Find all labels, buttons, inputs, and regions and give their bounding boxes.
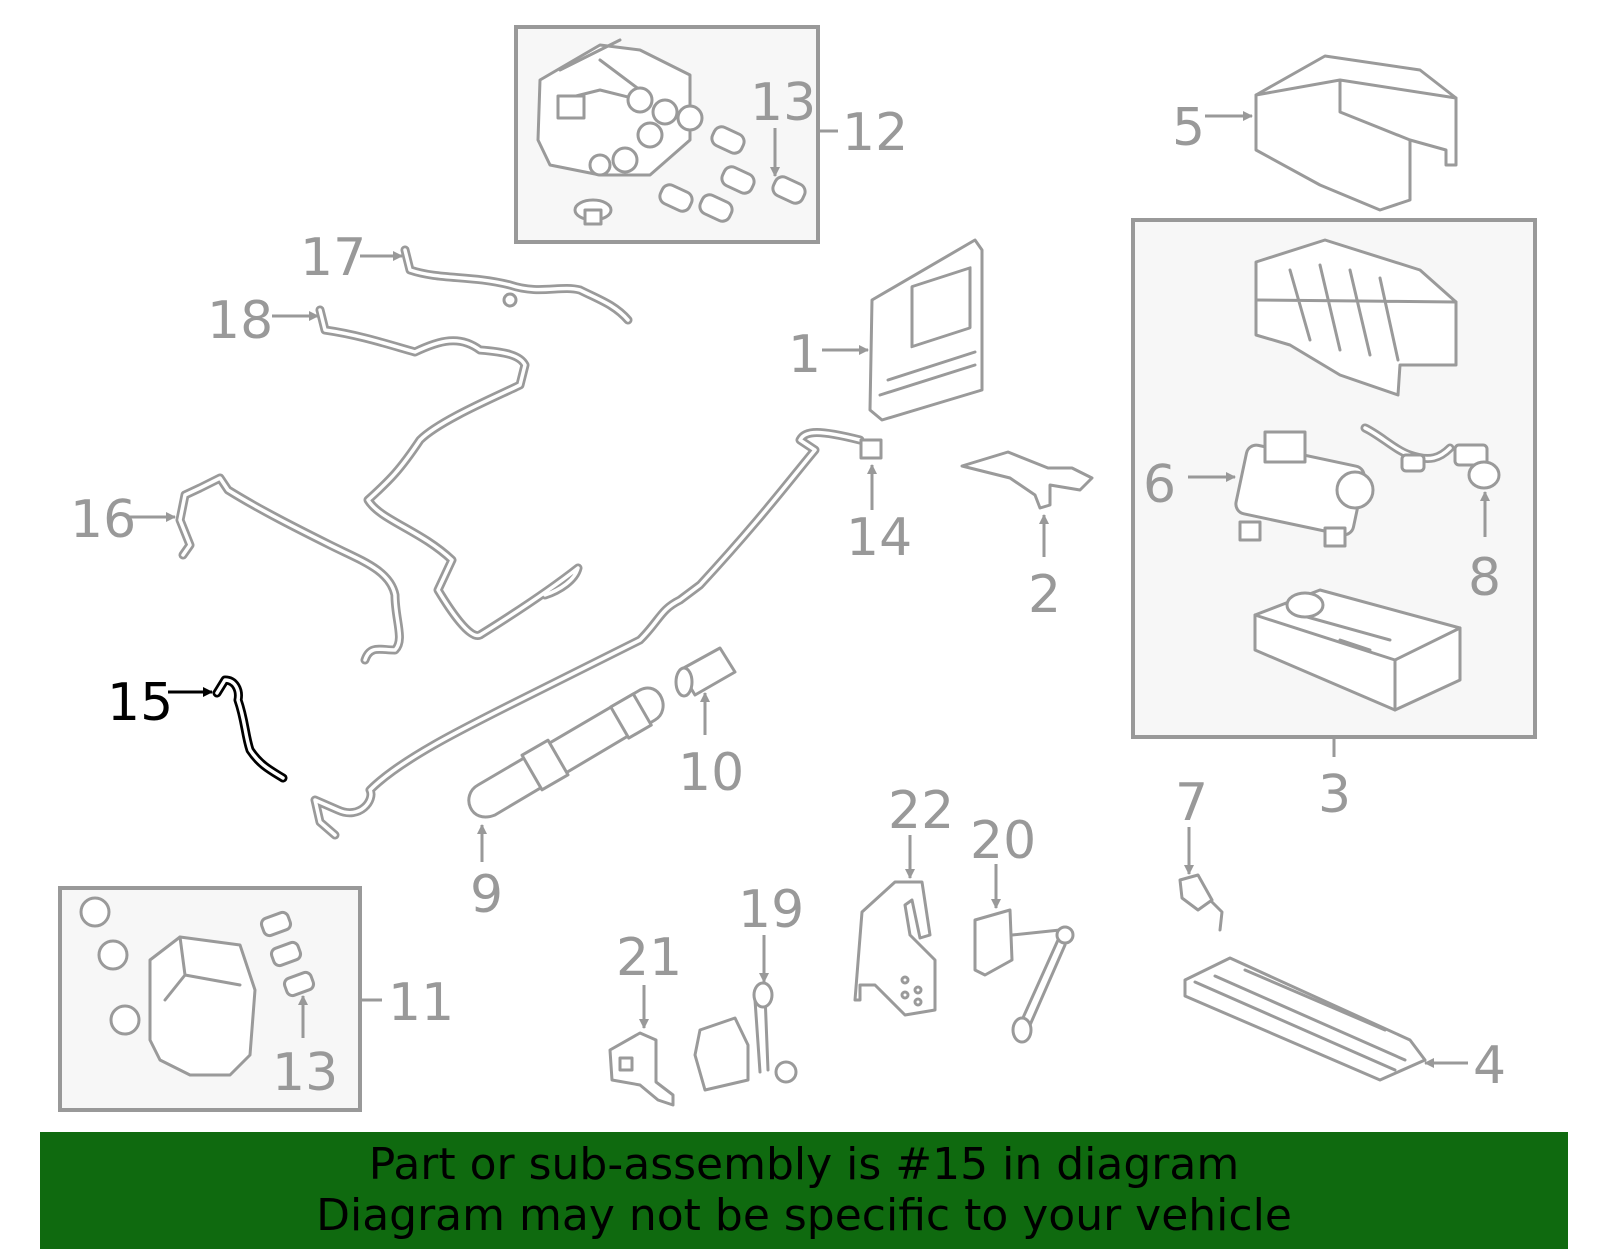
callout-20[interactable]: 20: [970, 811, 1036, 871]
callout-1[interactable]: 1: [788, 325, 821, 385]
part-7-sensor[interactable]: [1178, 873, 1224, 932]
callout-7[interactable]: 7: [1175, 773, 1208, 833]
info-banner: Part or sub-assembly is #15 in diagram D…: [40, 1132, 1568, 1249]
part-12-kit-box[interactable]: [514, 25, 820, 244]
part-8-harness[interactable]: [1360, 423, 1501, 490]
part-11-kit-box[interactable]: [58, 886, 362, 1112]
callout-13-top[interactable]: 13: [750, 73, 816, 133]
callout-14[interactable]: 14: [846, 508, 912, 568]
valve-block-drawing: [536, 38, 704, 177]
part-14-harness[interactable]: [310, 428, 883, 840]
part-9-reservoir[interactable]: [467, 686, 665, 819]
callout-12[interactable]: 12: [842, 103, 908, 163]
part-4-shield[interactable]: [1183, 956, 1427, 1082]
callout-6[interactable]: 6: [1143, 455, 1176, 515]
part-1-control-module[interactable]: [868, 238, 984, 422]
part-15-hose[interactable]: [212, 675, 288, 783]
part-16-harness[interactable]: [175, 473, 404, 665]
part-5-cover[interactable]: [1254, 54, 1458, 212]
callout-8[interactable]: 8: [1468, 548, 1501, 608]
part-20-height-sensor[interactable]: [973, 908, 1075, 1044]
callout-21[interactable]: 21: [616, 928, 682, 988]
callout-2[interactable]: 2: [1028, 565, 1061, 625]
callout-17[interactable]: 17: [300, 228, 366, 288]
part-17-harness[interactable]: [400, 245, 633, 325]
callout-18[interactable]: 18: [207, 291, 273, 351]
banner-line-2: Diagram may not be specific to your vehi…: [316, 1190, 1292, 1241]
part-22-bracket[interactable]: [853, 880, 937, 1017]
compressor-tray-drawing: [1253, 588, 1462, 712]
part-18-harness[interactable]: [315, 305, 583, 640]
banner-line-1: Part or sub-assembly is #15 in diagram: [368, 1139, 1240, 1190]
part-2-bracket[interactable]: [960, 450, 1094, 510]
callout-19[interactable]: 19: [738, 880, 804, 940]
callout-9[interactable]: 9: [470, 865, 503, 925]
callout-10[interactable]: 10: [678, 743, 744, 803]
part-10-valve[interactable]: [674, 646, 737, 698]
callout-11[interactable]: 11: [388, 973, 454, 1033]
callout-4[interactable]: 4: [1473, 1036, 1506, 1096]
callout-15[interactable]: 15: [107, 673, 173, 733]
fitting-drawings: [573, 125, 807, 226]
callout-22[interactable]: 22: [888, 781, 954, 841]
valve-block-small-drawing: [79, 896, 316, 1077]
callout-13-bottom[interactable]: 13: [272, 1043, 338, 1103]
part-19-height-sensor[interactable]: [693, 981, 798, 1092]
part-21-bracket[interactable]: [608, 1031, 675, 1107]
compressor-cover-drawing: [1254, 238, 1458, 397]
callout-3[interactable]: 3: [1318, 765, 1351, 825]
part-6-compressor[interactable]: [1234, 430, 1375, 548]
callout-5[interactable]: 5: [1172, 98, 1205, 158]
callout-16[interactable]: 16: [70, 490, 136, 550]
